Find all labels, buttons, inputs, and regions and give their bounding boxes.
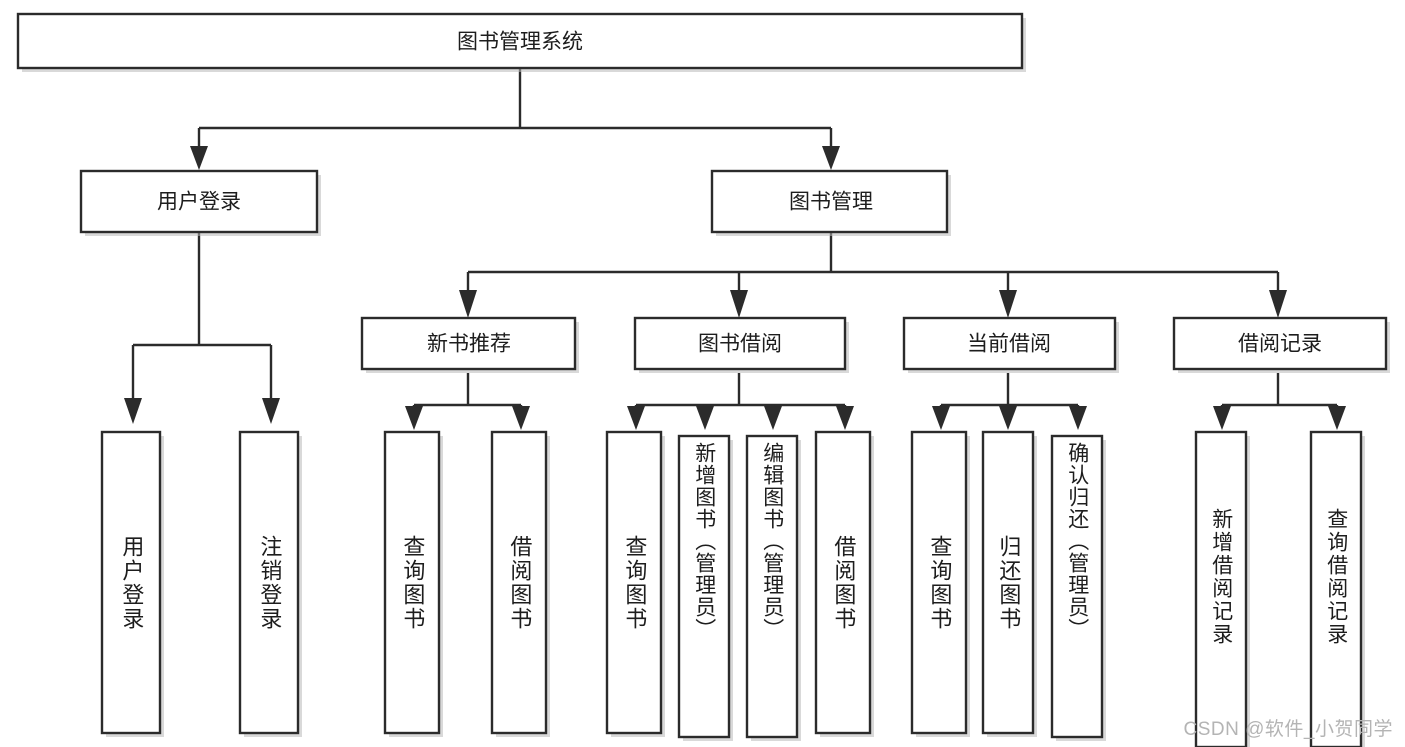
connector-group-book-borrow bbox=[627, 373, 854, 430]
node-leaf-rec-add[interactable] bbox=[1194, 430, 1250, 747]
node-new-book-rec[interactable]: 新书推荐 bbox=[360, 316, 579, 373]
connector-group-book-manage bbox=[459, 232, 1287, 318]
node-book-manage-rect[interactable] bbox=[710, 169, 949, 234]
node-book-manage[interactable]: 图书管理 bbox=[710, 169, 951, 236]
arrow-head-leaf-borrow-edit bbox=[764, 406, 782, 430]
node-leaf-rec-query-rect[interactable] bbox=[383, 430, 441, 735]
arrow-head-leaf-rec-search bbox=[1328, 406, 1346, 430]
node-leaf-cur-confirm[interactable] bbox=[1050, 434, 1106, 741]
node-borrow-record-label: 借阅记录 bbox=[1238, 333, 1322, 356]
node-leaf-cur-query-rect[interactable] bbox=[910, 430, 968, 735]
arrow-head-leaf-cur-return bbox=[999, 406, 1017, 430]
node-book-manage-label: 图书管理 bbox=[789, 191, 873, 214]
arrow-head-leaf-cur-query bbox=[932, 406, 950, 430]
node-borrow-record[interactable]: 借阅记录 bbox=[1172, 316, 1390, 373]
node-book-borrow-label: 图书借阅 bbox=[698, 333, 782, 356]
connector-group-current-borrow bbox=[932, 373, 1087, 430]
node-leaf-rec-add-rect[interactable] bbox=[1194, 430, 1248, 747]
arrow-head-leaf-user-login bbox=[124, 398, 142, 424]
node-leaf-cur-return-rect[interactable] bbox=[981, 430, 1035, 735]
arrow-head-leaf-rec-borrow bbox=[512, 406, 530, 430]
arrow-head-leaf-borrow-query bbox=[627, 406, 645, 430]
arrow-head-book-manage bbox=[822, 146, 840, 170]
node-leaf-rec-borrow[interactable] bbox=[490, 430, 550, 737]
node-leaf-borrow-edit[interactable] bbox=[745, 434, 801, 741]
connector-group-new-book-rec bbox=[405, 373, 530, 430]
connector-group-borrow-record bbox=[1213, 373, 1346, 430]
arrow-head-leaf-cur-confirm bbox=[1069, 406, 1087, 430]
node-leaf-user-login-rect[interactable] bbox=[100, 430, 162, 735]
arrow-head-user-login bbox=[190, 146, 208, 170]
node-leaf-borrow-query-rect[interactable] bbox=[605, 430, 663, 735]
node-leaf-rec-borrow-rect[interactable] bbox=[490, 430, 548, 735]
node-current-borrow[interactable]: 当前借阅 bbox=[902, 316, 1119, 373]
node-new-book-rec-rect[interactable] bbox=[360, 316, 577, 371]
node-borrow-record-rect[interactable] bbox=[1172, 316, 1388, 371]
node-user-login[interactable]: 用户登录 bbox=[79, 169, 321, 236]
node-leaf-rec-search-rect[interactable] bbox=[1309, 430, 1363, 747]
arrow-head-leaf-borrow-lend bbox=[836, 406, 854, 430]
node-leaf-user-logout-rect[interactable] bbox=[238, 430, 300, 735]
node-leaf-rec-query[interactable] bbox=[383, 430, 443, 737]
node-new-book-rec-label: 新书推荐 bbox=[427, 333, 511, 356]
node-root-rect[interactable] bbox=[16, 12, 1024, 70]
node-leaf-borrow-query[interactable] bbox=[605, 430, 665, 737]
arrow-head-leaf-rec-add bbox=[1213, 406, 1231, 430]
node-leaf-cur-confirm-rect[interactable] bbox=[1050, 434, 1104, 739]
node-book-borrow[interactable]: 图书借阅 bbox=[633, 316, 849, 373]
arrow-head-leaf-borrow-add bbox=[696, 406, 714, 430]
node-leaf-user-login[interactable] bbox=[100, 430, 164, 737]
arrow-head-leaf-rec-query bbox=[405, 406, 423, 430]
arrow-head-new-book-rec bbox=[459, 290, 477, 318]
arrow-head-borrow-record bbox=[1269, 290, 1287, 318]
node-leaf-user-logout[interactable] bbox=[238, 430, 302, 737]
node-book-borrow-rect[interactable] bbox=[633, 316, 847, 371]
node-leaf-borrow-lend-rect[interactable] bbox=[814, 430, 872, 735]
node-root-label: 图书管理系统 bbox=[457, 31, 583, 54]
arrow-head-book-borrow bbox=[730, 290, 748, 318]
node-leaf-cur-return[interactable] bbox=[981, 430, 1037, 737]
arrow-head-leaf-user-logout bbox=[262, 398, 280, 424]
node-leaf-borrow-add-rect[interactable] bbox=[677, 434, 731, 739]
node-current-borrow-label: 当前借阅 bbox=[967, 333, 1051, 356]
node-leaf-rec-search[interactable] bbox=[1309, 430, 1365, 747]
node-root[interactable]: 图书管理系统 bbox=[16, 12, 1026, 72]
node-leaf-borrow-add[interactable] bbox=[677, 434, 733, 741]
node-user-login-rect[interactable] bbox=[79, 169, 319, 234]
node-leaf-cur-query[interactable] bbox=[910, 430, 970, 737]
node-leaf-borrow-edit-rect[interactable] bbox=[745, 434, 799, 739]
node-current-borrow-rect[interactable] bbox=[902, 316, 1117, 371]
node-leaf-borrow-lend[interactable] bbox=[814, 430, 874, 737]
arrow-head-current-borrow bbox=[999, 290, 1017, 318]
connector-group-root bbox=[190, 68, 840, 170]
connector-group-user-login bbox=[124, 232, 280, 424]
node-user-login-label: 用户登录 bbox=[157, 191, 241, 214]
